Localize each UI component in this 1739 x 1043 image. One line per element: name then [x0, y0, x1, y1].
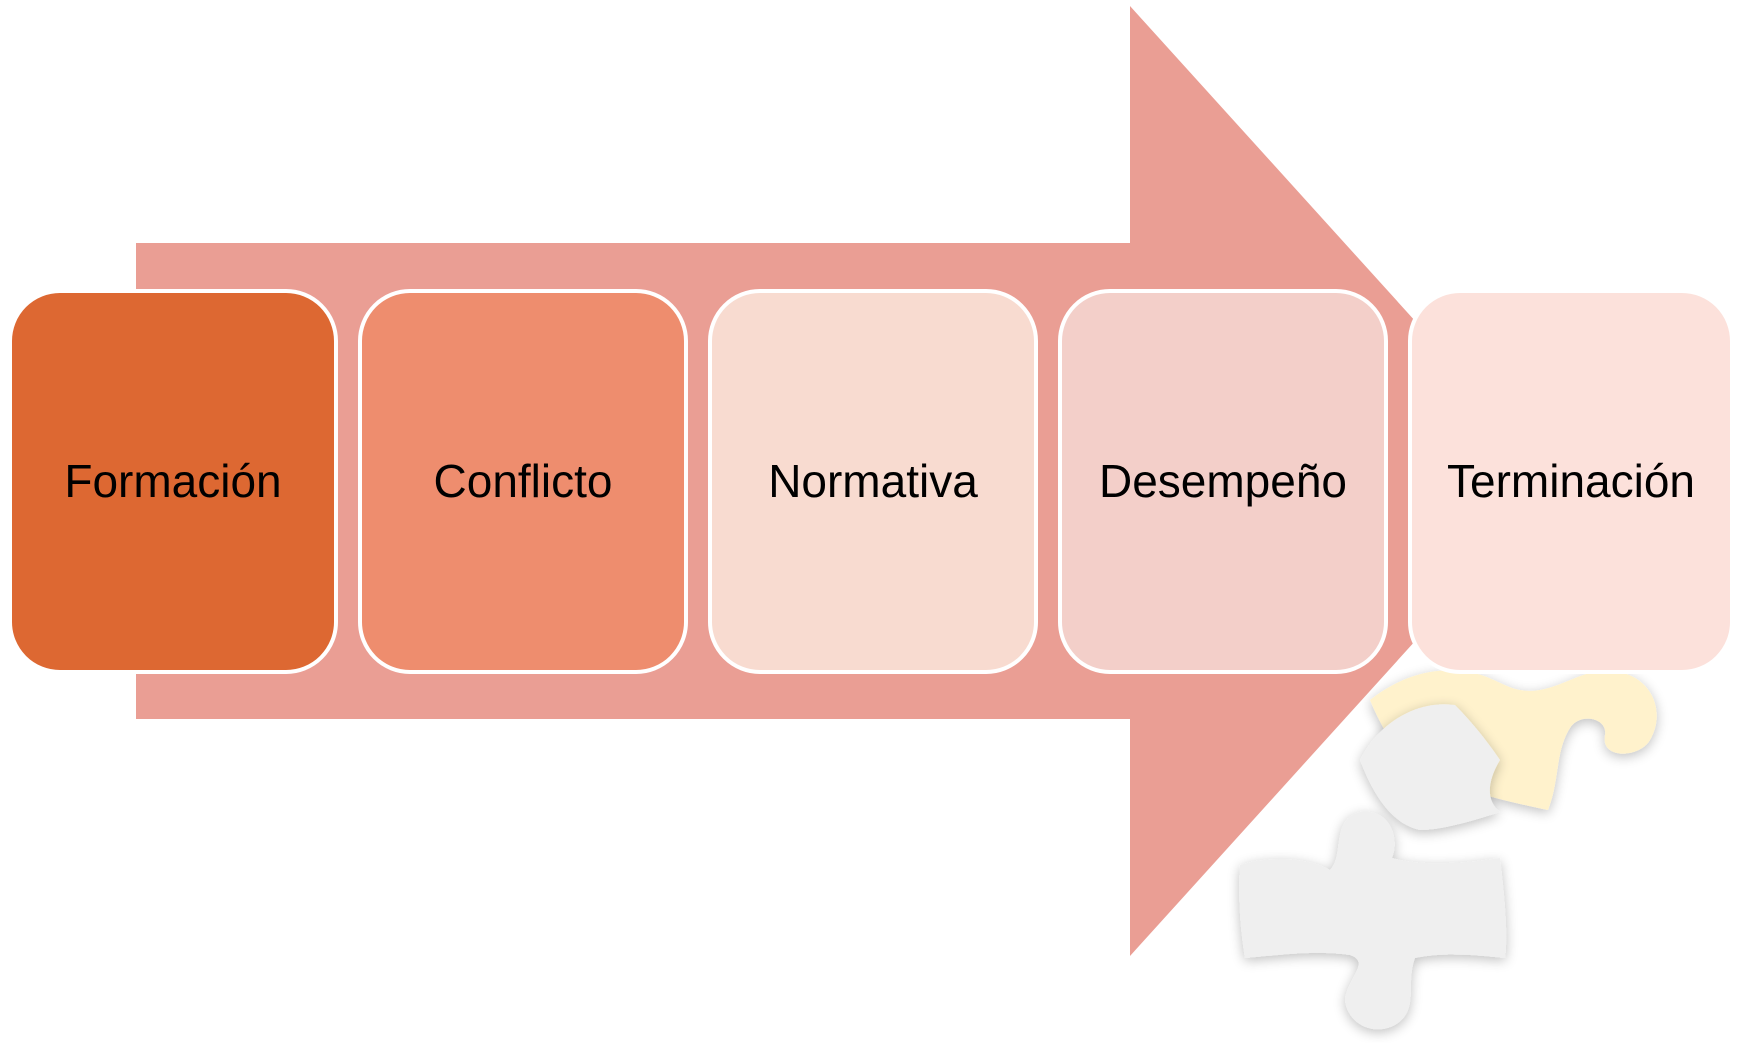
- puzzle-piece-grey-lower: [1239, 811, 1507, 1030]
- stage-label: Formación: [64, 455, 282, 508]
- stage-box-formacion: Formación: [8, 289, 338, 674]
- stage-box-desempeno: Desempeño: [1058, 289, 1388, 674]
- stage-box-conflicto: Conflicto: [358, 289, 688, 674]
- stage-box-terminacion: Terminación: [1408, 289, 1734, 674]
- stage-label: Terminación: [1447, 455, 1695, 508]
- puzzle-piece-grey-upper: [1360, 704, 1500, 830]
- puzzle-pieces-decoration: [1239, 670, 1657, 1030]
- stage-label: Conflicto: [433, 455, 613, 508]
- stage-box-normativa: Normativa: [708, 289, 1038, 674]
- stage-label: Normativa: [768, 455, 978, 508]
- stage-label: Desempeño: [1098, 455, 1348, 508]
